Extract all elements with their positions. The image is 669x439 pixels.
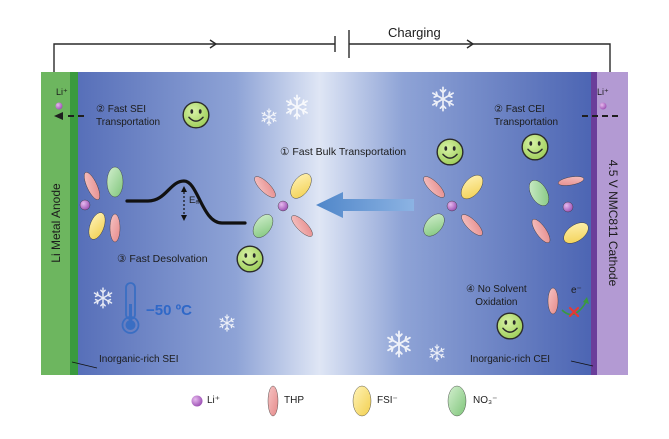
sei-label: Inorganic-rich SEI [99,354,179,365]
smiley-icon [182,101,210,129]
smiley-icon [521,133,549,161]
thermometer-icon [121,282,140,334]
sei-transport-label: ② Fast SEI Transportation [96,104,161,128]
sei-leader-line [71,361,98,369]
desolvation-label: ③ Fast Desolvation [117,253,208,265]
thp-molecule-icon [547,287,559,315]
temperature-label: −50 ºC [146,302,192,319]
no-oxidation-label: ④ No Solvent Oxidation [466,284,527,308]
legend-no3-label: NO₃⁻ [473,395,498,406]
cei-leader-line [570,360,594,367]
legend-thp-icon [267,385,279,417]
solvation-cluster-right [423,174,484,237]
cathode-panel [597,72,628,375]
li-exit-arrow-left [54,112,84,120]
anode-label: Li Metal Anode [49,183,63,263]
solvation-cluster-cathode [528,176,589,244]
anode-panel [41,72,70,375]
activation-energy-arrow [181,186,187,221]
legend-thp-label: THP [284,395,304,406]
electron-transfer-arrow [561,297,589,316]
electron-label: e⁻ [571,285,582,296]
legend-li-label: Li⁺ [207,395,221,406]
smiley-icon [436,138,464,166]
activation-energy-label: Eₐ [189,195,199,206]
li-ion-icon [599,102,607,110]
legend-no3-icon [447,385,467,417]
li-ion-label-right: Li⁺ [597,87,609,97]
bulk-transport-label: ① Fast Bulk Transportation [280,146,407,158]
external-circuit [53,30,611,72]
li-ion-icon [55,102,63,110]
legend-li-icon [191,395,203,407]
legend-fsi-label: FSI⁻ [377,395,398,406]
cei-layer [591,72,597,375]
blocked-cross-icon [568,306,580,318]
legend-fsi-icon [352,385,372,417]
cei-label: Inorganic-rich CEI [470,354,551,365]
desolvation-energy-barrier [125,179,247,225]
circuit-arrow-left [209,39,218,49]
charging-label: Charging [388,25,441,40]
circuit-arrow-right [466,39,475,49]
smiley-icon [236,245,264,273]
smiley-icon [496,312,524,340]
sei-layer [70,72,78,375]
solvation-cluster-center [252,173,313,238]
solvation-cluster-left [79,166,124,243]
cei-transport-label: ② Fast CEI Transportation [494,104,559,128]
cathode-label: 4.5 V NMC811 Cathode [606,159,620,287]
li-ion-label-left: Li⁺ [56,87,68,97]
bulk-transport-arrow [316,192,414,218]
